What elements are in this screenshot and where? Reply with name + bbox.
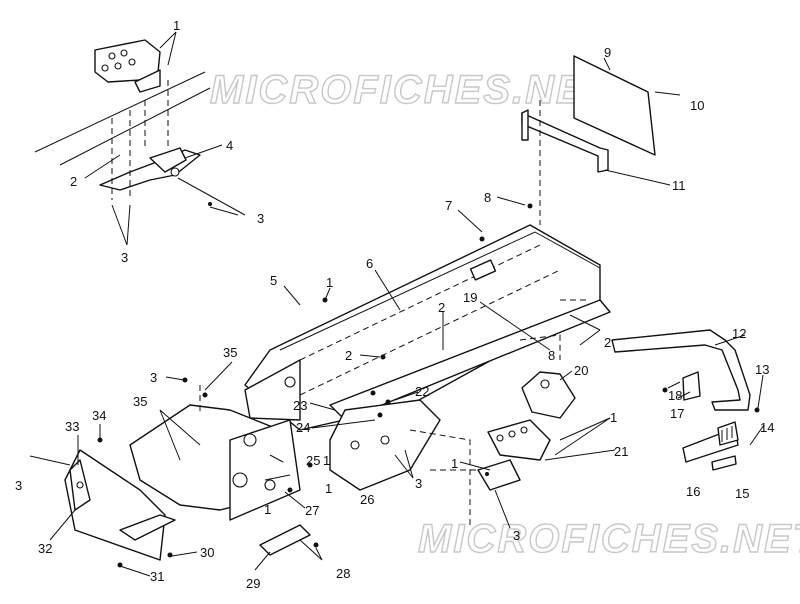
hardware-fasteners <box>97 203 760 568</box>
callout-3-top-left: 3 <box>121 250 128 265</box>
callout-6: 6 <box>366 256 373 271</box>
callout-4: 4 <box>226 138 233 153</box>
callout-18: 18 <box>668 388 682 403</box>
callout-1-pan-lower: 1 <box>264 502 271 517</box>
callout-16: 16 <box>686 484 700 499</box>
callout-5: 5 <box>270 273 277 288</box>
callout-21: 21 <box>614 444 628 459</box>
bracket-29 <box>259 524 311 556</box>
callout-26: 26 <box>360 492 374 507</box>
bracket-11 <box>521 112 609 173</box>
callout-32: 32 <box>38 541 52 556</box>
callout-3-center: 3 <box>415 476 422 491</box>
callout-35-left: 35 <box>133 394 147 409</box>
flap-assembly <box>682 421 739 471</box>
front-section-26 <box>329 399 441 491</box>
callout-29: 29 <box>246 576 260 591</box>
callout-1-top: 1 <box>173 18 180 33</box>
panel-and-bracket <box>521 55 681 225</box>
callout-13: 13 <box>755 362 769 377</box>
callout-20: 20 <box>574 363 588 378</box>
leader-lines <box>29 31 765 577</box>
callout-27: 27 <box>305 503 319 518</box>
callout-34: 34 <box>92 408 106 423</box>
brackets-20-21 <box>477 371 576 491</box>
side-rail <box>329 299 611 421</box>
callout-2-right: 2 <box>604 335 611 350</box>
watermark-bottom: MICROFICHES.NET <box>418 517 800 561</box>
callout-9: 9 <box>604 45 611 60</box>
bracket-plate-lower <box>99 149 201 191</box>
callout-1-center: 1 <box>451 456 458 471</box>
tunnel-body <box>244 224 601 431</box>
callout-17: 17 <box>670 406 684 421</box>
callout-30: 30 <box>200 545 214 560</box>
callout-8-mid: 8 <box>548 348 555 363</box>
callout-3-far-left: 3 <box>15 478 22 493</box>
callout-10: 10 <box>690 98 704 113</box>
bracket-20 <box>521 371 576 419</box>
watermark-top: MICROFICHES.NET <box>210 68 613 112</box>
callout-23: 23 <box>293 398 307 413</box>
callout-19: 19 <box>463 290 477 305</box>
callout-2-tunnel: 2 <box>438 300 445 315</box>
callout-3-bottom: 3 <box>513 528 520 543</box>
callout-7: 7 <box>445 198 452 213</box>
bracket-21 <box>487 419 551 461</box>
callout-22: 22 <box>415 384 429 399</box>
callout-3-left: 3 <box>150 370 157 385</box>
callout-35-top: 35 <box>223 345 237 360</box>
callout-2-mid: 2 <box>345 348 352 363</box>
callout-labels: 1 2 4 3 3 9 10 11 7 8 6 5 1 2 19 2 8 2 1… <box>15 18 774 591</box>
callout-1-right: 1 <box>610 410 617 425</box>
callout-14: 14 <box>760 420 774 435</box>
top-bracket-assembly <box>34 39 246 216</box>
callout-3-top-right: 3 <box>257 211 264 226</box>
callout-8-top: 8 <box>484 190 491 205</box>
callout-33: 33 <box>65 419 79 434</box>
callout-2-top: 2 <box>70 174 77 189</box>
strip-15 <box>711 455 737 471</box>
callout-11: 11 <box>672 178 686 193</box>
callout-1-tunnel: 1 <box>326 275 333 290</box>
callout-25: 25 <box>306 453 320 468</box>
callout-15: 15 <box>735 486 749 501</box>
bottom-pan <box>64 385 311 561</box>
handle-bar <box>611 329 751 411</box>
callout-1-pan: 1 <box>325 481 332 496</box>
callout-28: 28 <box>336 566 350 581</box>
callout-24: 24 <box>296 420 310 435</box>
panel-9 <box>573 55 656 156</box>
callout-31: 31 <box>150 569 164 584</box>
callout-1-panel: 1 <box>323 453 330 468</box>
callout-12: 12 <box>732 326 746 341</box>
